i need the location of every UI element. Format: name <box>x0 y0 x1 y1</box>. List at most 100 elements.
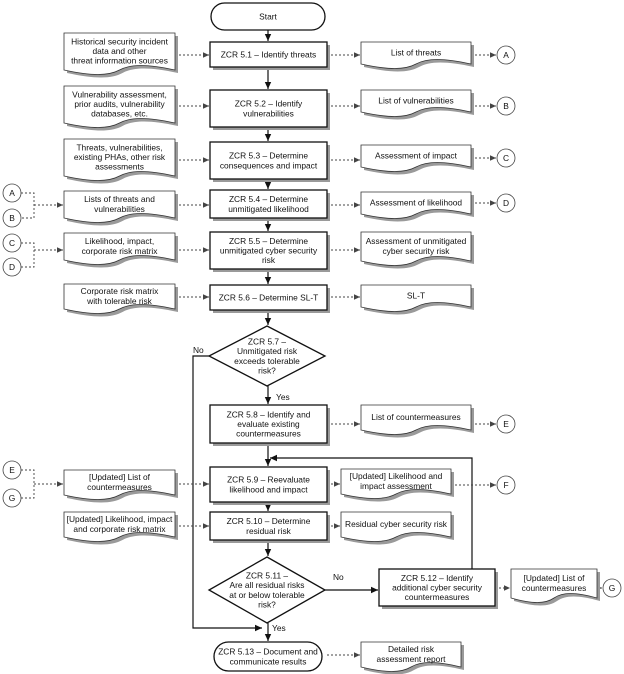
input-i5-document <box>63 232 176 265</box>
output-o13-label-line: assessment report <box>377 654 447 664</box>
input-i9-label-line: countermeasures <box>87 482 152 492</box>
output-o9-label-line: [Updated] Likelihood and <box>350 471 443 481</box>
step-s1-label-line: ZCR 5.1 – Identify threats <box>221 50 316 60</box>
start-terminator <box>210 2 326 31</box>
connector-o1-circle <box>496 45 516 65</box>
connector-i9-second-circle <box>2 488 22 508</box>
input-i9-label-line: [Updated] List of <box>89 472 151 482</box>
connector-i4-second-letter: B <box>9 213 15 223</box>
connector-o2-circle <box>496 96 516 116</box>
output-o12-label-line: countermeasures <box>522 583 587 593</box>
step-s2-label-line: vulnerabilities <box>243 108 294 118</box>
step-s6-box <box>209 284 328 311</box>
connector-o9-circle <box>496 475 516 495</box>
connector-o8-letter: E <box>503 419 509 429</box>
decision-5-7-yes-label: Yes <box>276 392 290 402</box>
decision-d7-label-line: risk? <box>258 365 276 375</box>
input-i5-label-line: Likelihood, impact, <box>85 236 154 246</box>
step-s5-label-line: ZCR 5.5 – Determine <box>229 236 308 246</box>
decision-d7-diamond <box>207 325 327 387</box>
step-s3-label-line: ZCR 5.3 – Determine <box>229 151 308 161</box>
input-i10-label-line: and corporate risk matrix <box>73 524 166 534</box>
input-i3-document <box>63 138 176 181</box>
decision-d11-label-line: risk? <box>258 599 276 609</box>
input-i9-document <box>63 469 176 500</box>
step-s9-label-line: ZCR 5.9 – Reevaluate <box>227 475 310 485</box>
connector-o8-circle <box>496 414 516 434</box>
connector-i5-second-letter: D <box>9 262 15 272</box>
decision-5-11-no-label: No <box>333 572 344 582</box>
output-o8-label-line: List of countermeasures <box>371 412 460 422</box>
step-5-13-terminator <box>213 641 323 672</box>
input-i4-document <box>63 190 176 223</box>
connector-i4-first-letter: A <box>9 188 15 198</box>
output-o10-document <box>340 511 452 542</box>
connector-i4-second-circle <box>2 208 22 228</box>
step-s10-box <box>209 511 328 541</box>
step-s8-label-line: evaluate existing <box>237 419 300 429</box>
connector-bracket-i5 <box>21 242 35 268</box>
step-s2-label-line: ZCR 5.2 – Identify <box>235 99 303 109</box>
connector-i5-first-letter: C <box>9 238 15 248</box>
output-o9-label-line: impact assessment <box>360 481 432 491</box>
step-s3-box <box>209 141 328 180</box>
connector-o3-letter: C <box>503 153 509 163</box>
output-o6-document <box>360 284 472 312</box>
output-o13-document <box>360 641 462 672</box>
input-i10-document <box>63 511 176 542</box>
output-o1-document <box>360 41 472 69</box>
step-s8-label-line: countermeasures <box>236 429 301 439</box>
connector-bracket-i4 <box>21 192 35 219</box>
connector-o9-letter: F <box>503 480 508 490</box>
output-o4-label-line: Assessment of likelihood <box>370 198 463 208</box>
step-s4-label-line: unmitigated likelihood <box>228 204 309 214</box>
decision-d7-label-line: Unmitigated risk <box>237 346 298 356</box>
arrow-5-12-loop-to-5-9 <box>270 454 473 569</box>
step-s4-box <box>209 189 328 219</box>
arrow-5-7-no-to-5-13 <box>192 355 262 632</box>
connector-o4-letter: D <box>503 198 509 208</box>
step-s8-label-line: ZCR 5.8 – Identify and <box>227 409 311 419</box>
connector-i9-first-letter: E <box>9 465 15 475</box>
connector-i9-second-letter: G <box>9 493 16 503</box>
connector-o2-letter: B <box>503 101 509 111</box>
input-i1-label-line: data and other <box>92 46 146 56</box>
step-s1-box <box>209 41 328 68</box>
input-i6-document <box>63 283 176 314</box>
step-s10-label-line: residual risk <box>246 526 291 536</box>
input-i4-label-line: Lists of threats and <box>84 194 155 204</box>
output-o13-label-line: Detailed risk <box>388 644 435 654</box>
step-s4-label-line: ZCR 5.4 – Determine <box>229 194 308 204</box>
output-o9-document <box>340 468 452 499</box>
step-s5-label-line: unmitigated cyber security <box>220 246 318 256</box>
step-s12-label-line: ZCR 5.12 – Identify <box>401 573 474 583</box>
step-s9-box <box>209 466 328 503</box>
step-5-13-label-line: communicate results <box>230 656 307 666</box>
connector-i5-second-circle <box>2 257 22 277</box>
input-i3-label-line: Threats, vulnerabilities, <box>76 142 162 152</box>
output-o10-label-line: Residual cyber security risk <box>345 519 448 529</box>
input-i5-label-line: corporate risk matrix <box>82 246 159 256</box>
output-o1-label-line: List of threats <box>391 48 441 58</box>
output-o3-document <box>360 144 472 172</box>
step-5-13-label-line: ZCR 5.13 – Document and <box>218 647 318 657</box>
output-o8-document <box>360 404 472 435</box>
output-o12-document <box>510 568 598 603</box>
step-s8-box <box>209 404 328 444</box>
output-o2-label-line: List of vulnerabilities <box>378 96 453 106</box>
output-o5-label-line: Assessment of unmitigated <box>366 236 467 246</box>
connector-o12-letter: G <box>609 583 616 593</box>
connector-bracket-i9 <box>21 469 35 499</box>
output-o5-document <box>360 231 472 266</box>
decision-d11-label-line: ZCR 5.11 – <box>246 571 289 581</box>
input-i2-document <box>63 85 176 128</box>
connector-o12-circle <box>602 578 622 598</box>
output-o2-document <box>360 89 472 117</box>
step-s5-label-line: risk <box>262 255 276 265</box>
decision-5-11-yes-label: Yes <box>272 623 286 633</box>
start-label: Start <box>259 12 277 22</box>
connector-o1-letter: A <box>503 50 509 60</box>
connector-i4-first-circle <box>2 183 22 203</box>
